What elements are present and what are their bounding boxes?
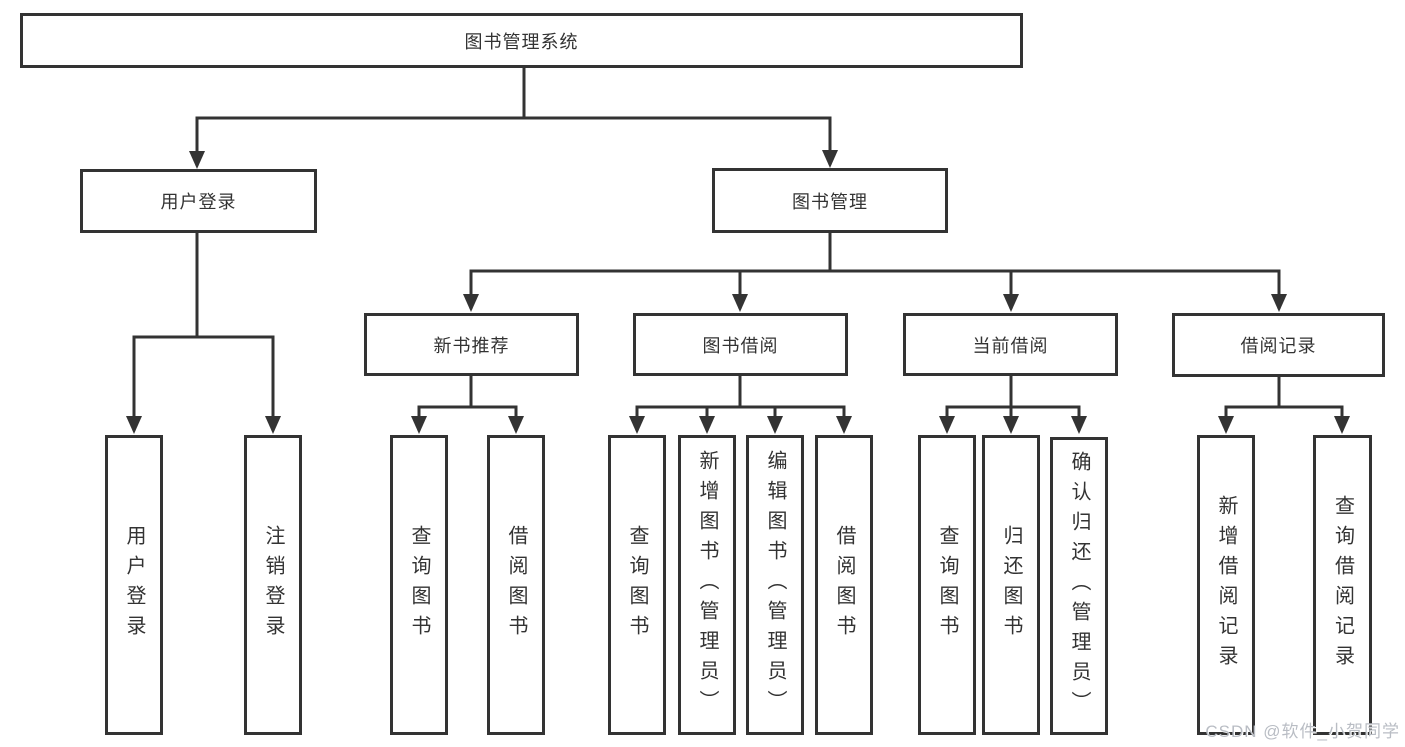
node-leaf-add-books-admin: 新增图书（管理员） [678, 435, 736, 735]
node-book-management-label: 图书管理 [792, 191, 868, 212]
node-book-borrowing-label: 图书借阅 [702, 335, 779, 356]
node-book-borrowing: 图书借阅 [633, 313, 848, 376]
node-leaf-query-books-3-label: 查询图书 [936, 525, 958, 645]
watermark-text: CSDN @软件_小贺同学 [1205, 722, 1400, 741]
node-leaf-edit-books-admin-label: 编辑图书（管理员） [764, 450, 786, 720]
node-root: 图书管理系统 [20, 13, 1023, 68]
node-leaf-return-books-label: 归还图书 [1000, 525, 1022, 645]
node-borrowing-records: 借阅记录 [1172, 313, 1385, 377]
node-leaf-return-books: 归还图书 [982, 435, 1040, 735]
node-current-borrowing-label: 当前借阅 [972, 335, 1049, 356]
node-leaf-borrow-books-2: 借阅图书 [815, 435, 873, 735]
node-leaf-query-books-2-label: 查询图书 [626, 525, 648, 645]
node-leaf-logout: 注销登录 [244, 435, 302, 735]
node-leaf-user-login-label: 用户登录 [123, 525, 145, 645]
node-book-management: 图书管理 [712, 168, 948, 233]
node-current-borrowing: 当前借阅 [903, 313, 1118, 376]
node-leaf-query-books-3: 查询图书 [918, 435, 976, 735]
node-user-login-label: 用户登录 [160, 192, 237, 212]
node-leaf-user-login: 用户登录 [105, 435, 163, 735]
node-leaf-query-borrow-record: 查询借阅记录 [1313, 435, 1372, 735]
node-leaf-borrow-books-1-label: 借阅图书 [505, 525, 527, 645]
node-leaf-edit-books-admin: 编辑图书（管理员） [746, 435, 804, 735]
node-leaf-query-books-1: 查询图书 [390, 435, 448, 735]
node-leaf-query-books-2: 查询图书 [608, 435, 666, 735]
node-root-label: 图书管理系统 [464, 31, 579, 52]
node-new-book-recommend-label: 新书推荐 [433, 335, 510, 356]
node-leaf-add-borrow-record: 新增借阅记录 [1197, 435, 1255, 735]
node-leaf-confirm-return-admin-label: 确认归还（管理员） [1068, 451, 1090, 721]
node-user-login: 用户登录 [80, 169, 317, 233]
node-leaf-borrow-books-2-label: 借阅图书 [833, 525, 855, 645]
node-leaf-query-books-1-label: 查询图书 [408, 525, 430, 645]
node-leaf-query-borrow-record-label: 查询借阅记录 [1331, 495, 1354, 675]
node-leaf-borrow-books-1: 借阅图书 [487, 435, 545, 735]
node-borrowing-records-label: 借阅记录 [1240, 336, 1317, 356]
node-leaf-logout-label: 注销登录 [262, 525, 284, 645]
node-leaf-confirm-return-admin: 确认归还（管理员） [1050, 437, 1108, 735]
node-leaf-add-borrow-record-label: 新增借阅记录 [1215, 495, 1237, 675]
node-new-book-recommend: 新书推荐 [364, 313, 579, 376]
node-leaf-add-books-admin-label: 新增图书（管理员） [696, 450, 718, 720]
